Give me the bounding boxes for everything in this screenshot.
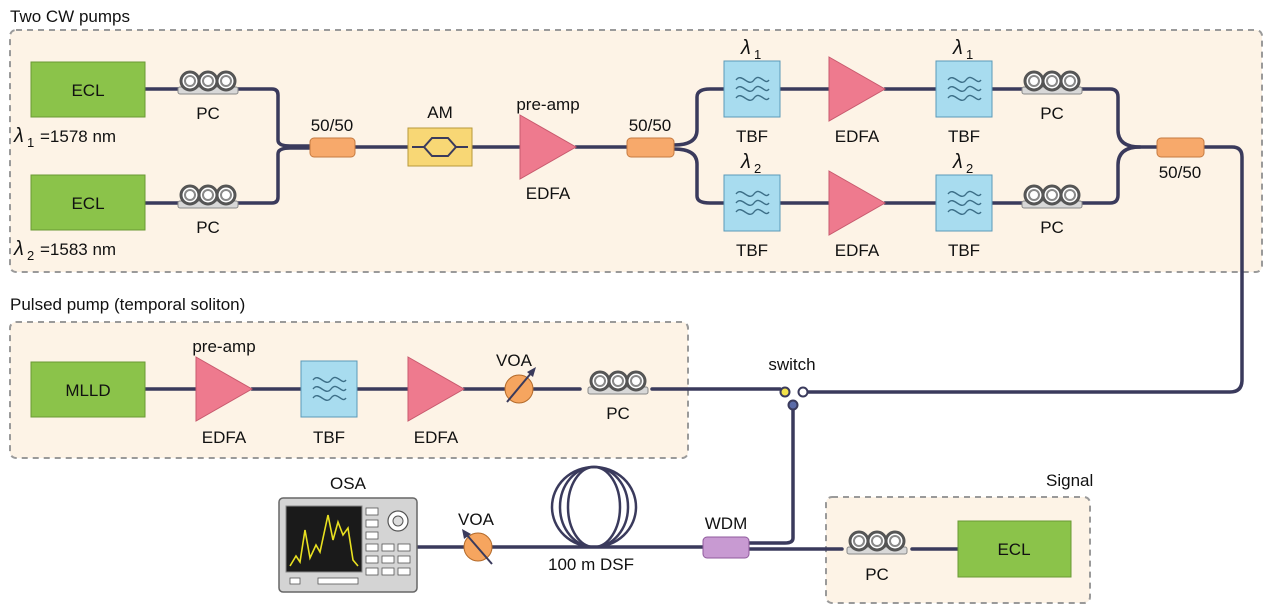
voa-label: VOA bbox=[458, 510, 495, 529]
pc-label: PC bbox=[606, 404, 630, 423]
pulsed-pump-title: Pulsed pump (temporal soliton) bbox=[10, 295, 245, 314]
pc-icon bbox=[586, 370, 650, 396]
tbf-filter-icon bbox=[935, 60, 993, 118]
edfa-label: EDFA bbox=[202, 428, 247, 447]
tbf-label: TBF bbox=[948, 241, 980, 260]
tbf-lambda2-tag: λ 2 bbox=[740, 151, 761, 176]
ecl-signal-source bbox=[957, 520, 1072, 578]
tbf-lambda2-tag: λ 2 bbox=[952, 151, 973, 176]
fiber-paths bbox=[143, 87, 1244, 551]
pc-icon bbox=[845, 530, 909, 556]
pc-label: PC bbox=[1040, 218, 1064, 237]
fiber-label: 100 m DSF bbox=[548, 555, 634, 574]
tbf-lambda-subscript: 2 bbox=[966, 161, 973, 176]
ecl-signal-label: ECL bbox=[997, 540, 1030, 559]
coupler-2-label: 50/50 bbox=[629, 116, 672, 135]
tbf-label: TBF bbox=[736, 241, 768, 260]
tbf-label: TBF bbox=[736, 127, 768, 146]
pc-label: PC bbox=[1040, 104, 1064, 123]
lambda1-symbol: λ bbox=[13, 125, 24, 147]
lambda2-wavelength: λ 2 =1583 nm bbox=[13, 238, 116, 263]
tbf-label: TBF bbox=[948, 127, 980, 146]
mlld-label: MLLD bbox=[65, 381, 110, 400]
edfa-label: EDFA bbox=[835, 127, 880, 146]
voa-attenuator-icon bbox=[462, 529, 493, 565]
tbf-lambda-subscript: 2 bbox=[754, 161, 761, 176]
edfa-label: EDFA bbox=[414, 428, 459, 447]
wdm-coupler bbox=[702, 536, 750, 559]
edfa-label: EDFA bbox=[835, 241, 880, 260]
tbf-lambda-symbol: λ bbox=[740, 37, 751, 59]
tbf-filter-icon bbox=[935, 174, 993, 232]
lambda1-wavelength: λ 1 =1578 nm bbox=[13, 125, 116, 150]
tbf-filter-icon bbox=[723, 174, 781, 232]
tbf-lambda-symbol: λ bbox=[740, 151, 751, 173]
tbf-lambda1-tag: λ 1 bbox=[952, 37, 973, 62]
coupler-3-label: 50/50 bbox=[1159, 163, 1202, 182]
lambda2-value: =1583 nm bbox=[40, 240, 116, 259]
lambda1-value: =1578 nm bbox=[40, 127, 116, 146]
osa-instrument-icon bbox=[278, 497, 418, 593]
ecl-source-1 bbox=[30, 61, 146, 118]
tbf-lambda-symbol: λ bbox=[952, 151, 963, 173]
pre-amp-label: pre-amp bbox=[516, 95, 579, 114]
tbf-lambda-subscript: 1 bbox=[754, 47, 761, 62]
wdm-label: WDM bbox=[705, 514, 747, 533]
lambda2-subscript: 2 bbox=[27, 248, 34, 263]
tbf-lambda-subscript: 1 bbox=[966, 47, 973, 62]
am-label: AM bbox=[427, 103, 453, 122]
mlld-source bbox=[30, 361, 146, 418]
voa-label: VOA bbox=[496, 351, 533, 370]
pre-amp-label: pre-amp bbox=[192, 337, 255, 356]
pre-amp-edfa-label: EDFA bbox=[526, 184, 571, 203]
pc-icon bbox=[176, 70, 240, 96]
coupler-2 bbox=[626, 137, 675, 158]
pc-label: PC bbox=[196, 218, 220, 237]
ecl-source-2 bbox=[30, 174, 146, 231]
tbf-lambda1-tag: λ 1 bbox=[740, 37, 761, 62]
am-modulator bbox=[407, 127, 473, 167]
cw-pumps-title: Two CW pumps bbox=[10, 7, 130, 26]
ecl-1-label: ECL bbox=[71, 81, 104, 100]
fiber-spool-icon bbox=[550, 465, 638, 549]
pc-icon bbox=[1020, 70, 1084, 96]
signal-title: Signal bbox=[1046, 471, 1093, 490]
voa-attenuator-icon bbox=[504, 367, 536, 404]
coupler-1-label: 50/50 bbox=[311, 116, 354, 135]
pc-label: PC bbox=[865, 565, 889, 584]
pc-label: PC bbox=[196, 104, 220, 123]
pc-icon bbox=[176, 184, 240, 210]
switch-label: switch bbox=[768, 355, 815, 374]
coupler-3 bbox=[1156, 137, 1205, 158]
osa-label: OSA bbox=[330, 474, 367, 493]
lambda1-subscript: 1 bbox=[27, 135, 34, 150]
ecl-2-label: ECL bbox=[71, 194, 104, 213]
pc-icon bbox=[1020, 184, 1084, 210]
tbf-filter-icon bbox=[723, 60, 781, 118]
tbf-lambda-symbol: λ bbox=[952, 37, 963, 59]
optical-switch bbox=[779, 386, 809, 411]
tbf-label: TBF bbox=[313, 428, 345, 447]
tbf-filter-icon bbox=[300, 360, 358, 418]
coupler-1 bbox=[309, 137, 356, 158]
lambda2-symbol: λ bbox=[13, 238, 24, 260]
